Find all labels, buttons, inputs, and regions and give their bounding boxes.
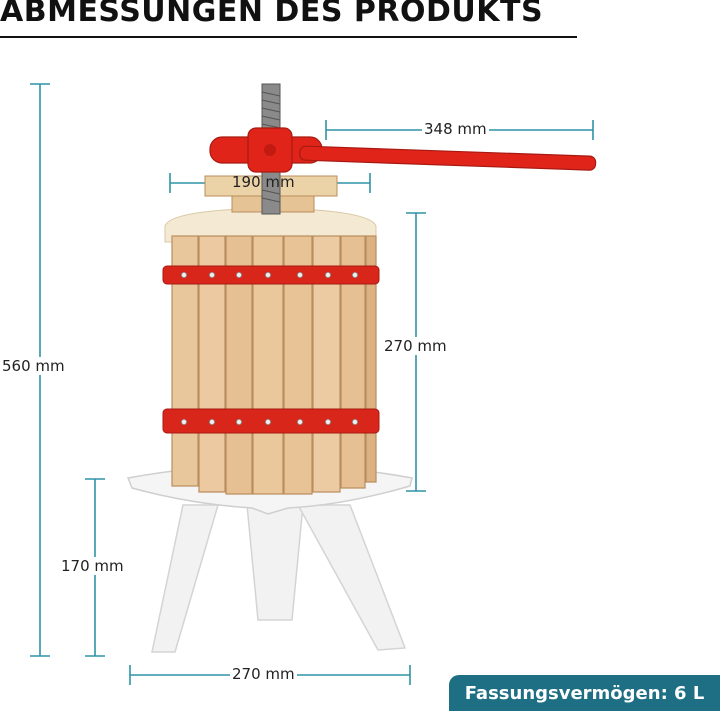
metal-hoops <box>162 265 380 434</box>
page-title: ABMESSUNGEN DES PRODUKTS <box>0 0 544 29</box>
stand-legs <box>151 504 407 653</box>
rivets <box>180 271 358 425</box>
dimension-base-width: 270 mm <box>230 665 297 683</box>
crank-nut <box>264 144 276 156</box>
dimension-total-height: 560 mm <box>0 357 67 375</box>
dimension-top-width: 190 mm <box>232 173 295 191</box>
title-underline <box>0 36 577 38</box>
dimension-leg-height: 170 mm <box>59 557 126 575</box>
dimension-basket-height: 270 mm <box>382 337 449 355</box>
capacity-badge: Fassungsvermögen: 6 L <box>449 675 720 711</box>
dimension-handle-length: 348 mm <box>422 120 489 138</box>
